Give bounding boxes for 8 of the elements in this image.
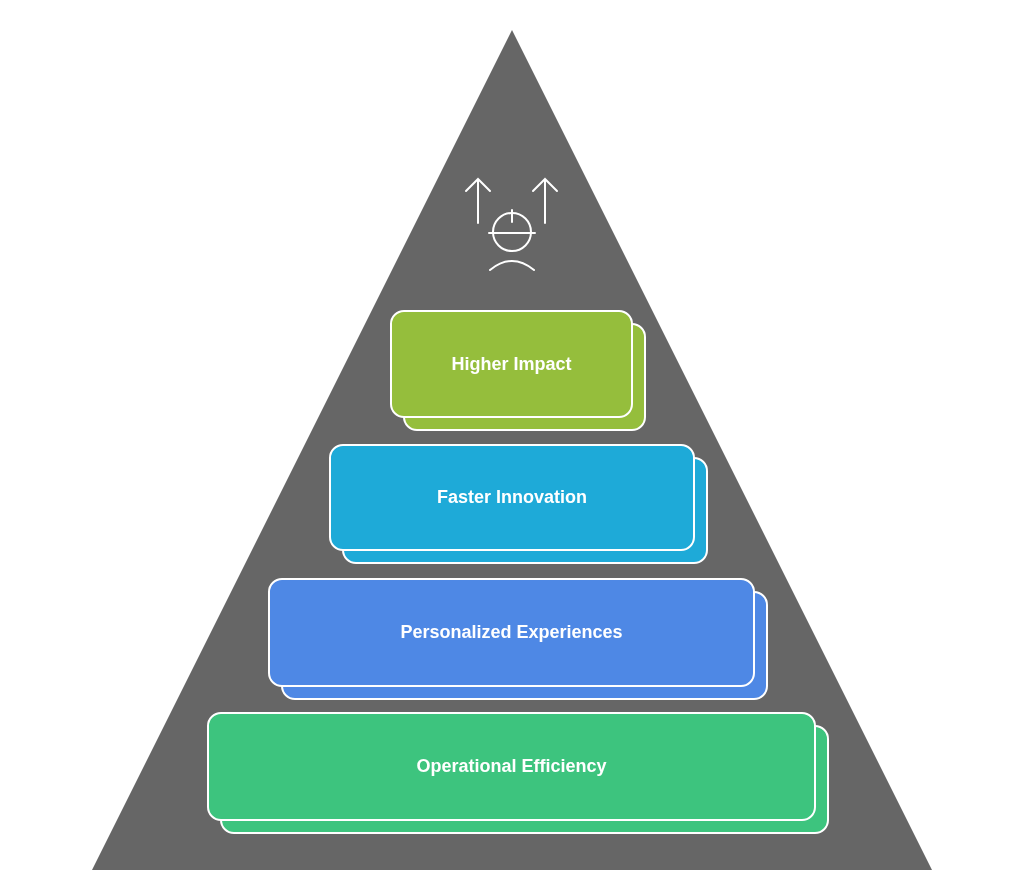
level-label: Higher Impact xyxy=(451,353,572,375)
level-label: Operational Efficiency xyxy=(416,756,607,777)
level-box xyxy=(329,444,695,551)
level-label: Personalized Experiences xyxy=(400,622,623,643)
level-box xyxy=(207,712,816,821)
level-label: Faster Innovation xyxy=(437,487,587,508)
level-box xyxy=(390,310,633,418)
level-box xyxy=(268,578,755,687)
